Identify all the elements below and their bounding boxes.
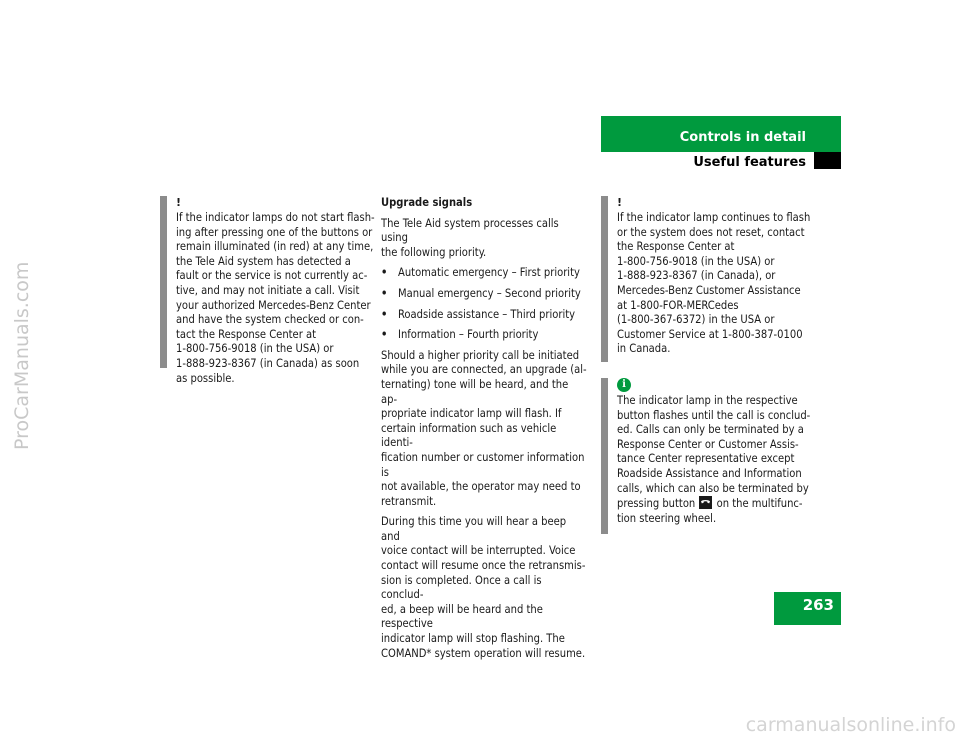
- text-line: the following priority.: [381, 245, 487, 259]
- text-line: not available, the operator may need to: [381, 480, 581, 494]
- note-line: or the system does not reset, contact: [617, 225, 805, 239]
- bullet-icon: •: [381, 307, 388, 321]
- text-line: while you are connected, an upgrade (al-: [381, 363, 587, 377]
- section-heading: Upgrade signals: [381, 196, 473, 209]
- text-line: ternating) tone will be heard, and the a…: [381, 377, 569, 406]
- note-line: pressing button on the multifunc-: [617, 496, 825, 512]
- note-line: ed. Calls can only be terminated by a: [617, 423, 804, 437]
- note-line: Response Center or Customer Assis-: [617, 437, 799, 451]
- note-line: The indicator lamp in the respective: [617, 394, 798, 407]
- subsection-title: Useful features: [693, 155, 806, 170]
- bullet-icon: •: [381, 266, 388, 280]
- list-item-text: Roadside assistance – Third priority: [398, 307, 576, 321]
- note-line: tance Center representative except: [617, 452, 795, 466]
- note-line: in Canada.: [617, 342, 671, 356]
- note-line: 1-800-756-9018 (in the USA) or: [176, 342, 334, 356]
- note-line: Roadside Assistance and Information: [617, 466, 802, 480]
- text-line: COMAND* system operation will resume.: [381, 646, 586, 660]
- note-line: 1-888-923-8367 (in Canada) as soon: [176, 356, 360, 370]
- list-item: • Roadside assistance – Third priority: [381, 308, 587, 323]
- higher-priority-paragraph: Should a higher priority call be initiat…: [381, 349, 587, 510]
- note-line: tive, and may not initiate a call. Visit: [176, 283, 360, 297]
- note-line: Mercedes-Benz Customer Assistance: [617, 283, 801, 297]
- note-line: the Tele Aid system has detected a: [176, 254, 351, 268]
- text-line: propriate indicator lamp will flash. If: [381, 407, 562, 421]
- text-line: During this time you will hear a beep an…: [381, 515, 567, 543]
- list-item: • Automatic emergency – First priority: [381, 266, 587, 281]
- right-warning-note: ! If the indicator lamp continues to fla…: [601, 196, 825, 362]
- note-line: tact the Response Center at: [176, 327, 316, 341]
- text-line: certain information such as vehicle iden…: [381, 421, 557, 450]
- priority-list: • Automatic emergency – First priority • M…: [381, 266, 587, 342]
- text-line: indicator lamp will stop flashing. The: [381, 632, 565, 646]
- right-info-note: i The indicator lamp in the respective b…: [601, 378, 825, 534]
- note-line: and have the system checked or con-: [176, 313, 364, 327]
- list-item-text: Information – Fourth priority: [398, 328, 539, 342]
- note-line: fault or the service is not currently ac…: [176, 269, 368, 283]
- bottom-watermark: carmanualsonline.info: [745, 714, 956, 736]
- text-line: contact will resume once the retransmis-: [381, 559, 586, 573]
- intro-paragraph: The Tele Aid system processes calls usin…: [381, 217, 587, 261]
- left-warning-note: ! If the indicator lamps do not start fl…: [160, 196, 384, 385]
- note-line: the Response Center at: [617, 240, 735, 254]
- note-line: 1-800-756-9018 (in the USA) or: [617, 254, 775, 268]
- note-line: remain illuminated (in red) at any time,: [176, 240, 374, 254]
- bullet-icon: •: [381, 328, 388, 342]
- side-watermark: ProCarManuals.com: [2, 110, 38, 530]
- note-line: calls, which can also be terminated by: [617, 481, 809, 495]
- warning-icon: !: [176, 196, 182, 209]
- text-line: The Tele Aid system processes calls usin…: [381, 216, 559, 245]
- note-line: as possible.: [176, 371, 235, 385]
- retransmission-paragraph: During this time you will hear a beep an…: [381, 515, 587, 661]
- header-band: [601, 116, 841, 152]
- page-number-band: [774, 592, 841, 625]
- note-line: tion steering wheel.: [617, 511, 717, 525]
- upgrade-signals-section: Upgrade signals The Tele Aid system proc…: [381, 196, 587, 667]
- text-line: sion is completed. Once a call is conclu…: [381, 573, 542, 602]
- note-text: pressing button: [617, 497, 696, 511]
- side-watermark-text: ProCarManuals.com: [11, 262, 33, 450]
- list-item: • Information – Fourth priority: [381, 328, 587, 343]
- text-line: ed, a beep will be heard and the respect…: [381, 602, 543, 631]
- note-text: on the multifunc-: [716, 497, 803, 511]
- note-line: If the indicator lamp continues to flash: [617, 211, 811, 224]
- text-line: retransmit.: [381, 494, 437, 508]
- text-line: Should a higher priority call be initiat…: [381, 348, 580, 362]
- text-line: fication number or customer information …: [381, 450, 585, 479]
- page-number: 263: [802, 596, 834, 614]
- section-title: Controls in detail: [679, 130, 806, 145]
- info-icon: i: [617, 378, 631, 392]
- note-line: ing after pressing one of the buttons or: [176, 225, 373, 239]
- note-line: Customer Service at 1-800-387-0100: [617, 327, 803, 341]
- list-item-text: Manual emergency – Second priority: [398, 286, 581, 300]
- note-line: 1-888-923-8367 (in Canada), or: [617, 269, 776, 283]
- note-line: at 1-800-FOR-MERCedes: [617, 298, 739, 312]
- end-call-phone-icon: [699, 496, 713, 510]
- note-line: If the indicator lamps do not start flas…: [176, 211, 375, 224]
- warning-icon: !: [617, 196, 623, 209]
- note-line: (1-800-367-6372) in the USA or: [617, 313, 775, 327]
- text-line: voice contact will be interrupted. Voice: [381, 544, 576, 558]
- list-item: • Manual emergency – Second priority: [381, 287, 587, 302]
- bullet-icon: •: [381, 286, 388, 300]
- note-line: your authorized Mercedes-Benz Center: [176, 298, 371, 312]
- list-item-text: Automatic emergency – First priority: [398, 266, 580, 280]
- header-marker: [814, 152, 841, 169]
- note-line: button flashes until the call is conclud…: [617, 408, 811, 422]
